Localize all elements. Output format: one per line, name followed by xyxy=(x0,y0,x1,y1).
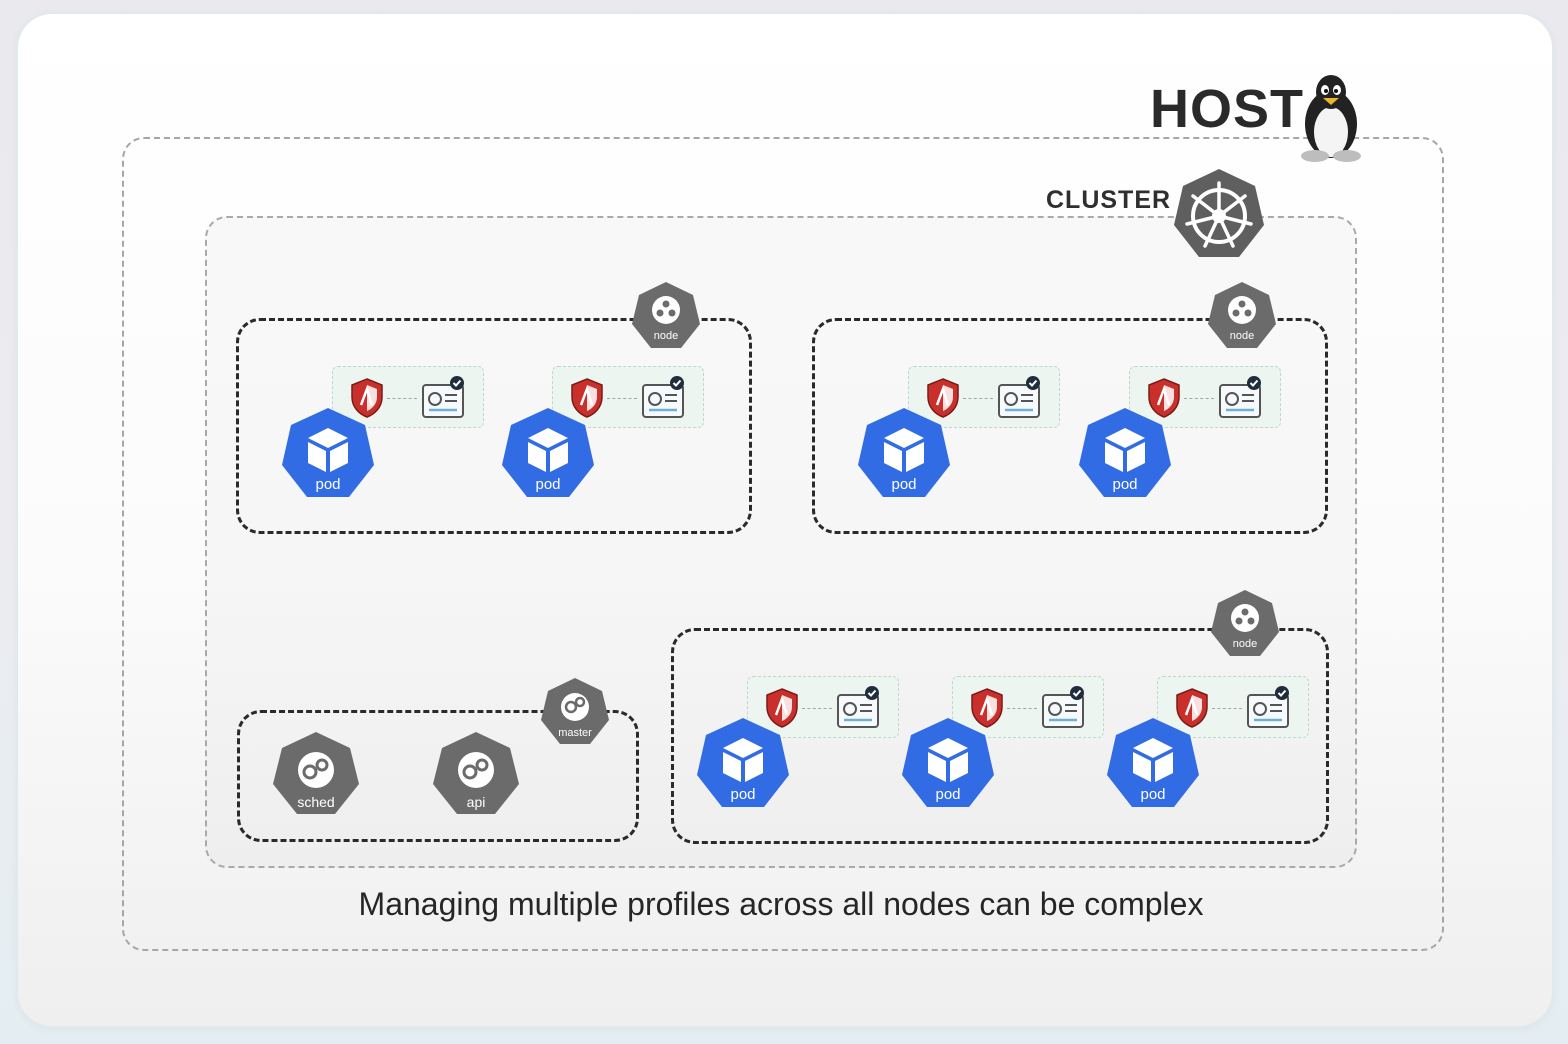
security-profile-panel xyxy=(952,676,1104,738)
profile-document-icon xyxy=(422,376,464,418)
pod: pod xyxy=(1105,716,1201,810)
apparmor-shield-icon xyxy=(351,378,383,418)
pod-cube-icon xyxy=(282,408,374,497)
pod: pod xyxy=(1077,406,1173,500)
node-badge-label: node xyxy=(653,330,679,342)
pod: pod xyxy=(280,406,376,500)
security-profile-panel xyxy=(332,366,484,428)
node-badge: node xyxy=(1209,588,1281,660)
apparmor-shield-icon xyxy=(766,688,798,728)
pod: pod xyxy=(900,716,996,810)
profile-document-icon xyxy=(1219,376,1261,418)
node-badge: node xyxy=(1206,280,1278,352)
slide-card xyxy=(18,14,1552,1026)
master-badge-label: master xyxy=(558,727,592,739)
node-badge-label: node xyxy=(1232,638,1258,650)
pod-label: pod xyxy=(891,476,917,493)
pod-label: pod xyxy=(730,786,756,803)
security-profile-panel xyxy=(908,366,1060,428)
pod-label: pod xyxy=(1112,476,1138,493)
caption: Managing multiple profiles across all no… xyxy=(358,886,1204,922)
apparmor-shield-icon xyxy=(1148,378,1180,418)
linux-penguin-icon xyxy=(1301,75,1361,162)
pod-cube-icon xyxy=(1079,408,1171,497)
pod: pod xyxy=(856,406,952,500)
security-profile-panel xyxy=(747,676,899,738)
pod-label: pod xyxy=(935,786,961,803)
profile-document-icon xyxy=(837,686,879,728)
security-profile-panel xyxy=(552,366,704,428)
apparmor-shield-icon xyxy=(971,688,1003,728)
pod-label: pod xyxy=(535,476,561,493)
host-label: HOST xyxy=(1150,79,1305,139)
cluster-label: CLUSTER xyxy=(1046,186,1172,214)
cluster-boundary xyxy=(205,216,1357,868)
profile-connector xyxy=(963,398,993,399)
profile-connector xyxy=(387,398,417,399)
profile-connector xyxy=(802,708,832,709)
profile-document-icon xyxy=(1247,686,1289,728)
pod: pod xyxy=(500,406,596,500)
pod-cube-icon xyxy=(697,718,789,807)
master-box xyxy=(237,710,639,842)
sched-label: sched xyxy=(297,794,335,810)
node-badge-label: node xyxy=(1229,330,1255,342)
pod: pod xyxy=(695,716,791,810)
master-badge: master xyxy=(538,676,612,748)
apparmor-shield-icon xyxy=(927,378,959,418)
pod-cube-icon xyxy=(1107,718,1199,807)
pod-cube-icon xyxy=(858,408,950,497)
apparmor-shield-icon xyxy=(571,378,603,418)
profile-connector xyxy=(1212,708,1242,709)
profile-document-icon xyxy=(1042,686,1084,728)
node-badge: node xyxy=(630,280,702,352)
node-box-2 xyxy=(812,318,1328,534)
profile-connector xyxy=(607,398,637,399)
host-boundary xyxy=(122,137,1444,951)
api-component: api xyxy=(432,730,520,816)
node-box-1 xyxy=(236,318,752,534)
security-profile-panel xyxy=(1157,676,1309,738)
api-label: api xyxy=(466,794,486,810)
profile-connector xyxy=(1007,708,1037,709)
node-box-3 xyxy=(671,628,1329,844)
profile-document-icon xyxy=(642,376,684,418)
pod-cube-icon xyxy=(902,718,994,807)
sched-component: sched xyxy=(272,730,360,816)
pod-label: pod xyxy=(1140,786,1166,803)
profile-document-icon xyxy=(998,376,1040,418)
pod-cube-icon xyxy=(502,408,594,497)
security-profile-panel xyxy=(1129,366,1281,428)
kubernetes-helm-icon xyxy=(1174,169,1264,257)
pod-label: pod xyxy=(315,476,341,493)
profile-connector xyxy=(1184,398,1214,399)
apparmor-shield-icon xyxy=(1176,688,1208,728)
